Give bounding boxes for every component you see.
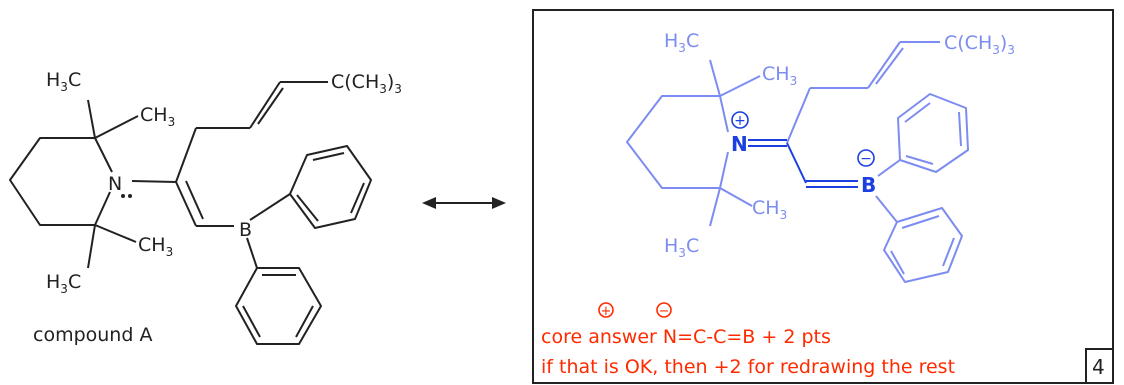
answer-labels: H3C CH3 CH3 H3C C(CH3)3 bbox=[664, 30, 1015, 260]
score-value: 4 bbox=[1092, 355, 1105, 379]
note-minus-charge: − bbox=[656, 302, 672, 319]
answer-label-n: N bbox=[731, 132, 748, 156]
svg-text:+: + bbox=[734, 113, 746, 129]
grading-note-line-1: core answer N=C-C=B + 2 pts bbox=[541, 326, 831, 348]
answer-box bbox=[532, 9, 1114, 384]
answer-label-ch3-lower: CH3 bbox=[752, 197, 787, 222]
svg-text:+: + bbox=[601, 304, 612, 319]
answer-core bbox=[748, 139, 858, 188]
answer-core-labels: N B bbox=[731, 132, 876, 197]
label-ch3-upper: CH3 bbox=[140, 104, 175, 129]
svg-text:−: − bbox=[860, 151, 872, 167]
plus-charge-n: + bbox=[731, 111, 749, 129]
minus-charge-b: − bbox=[857, 149, 875, 167]
resonance-double-arrow bbox=[422, 197, 506, 209]
label-tbu: C(CH3)3 bbox=[331, 71, 402, 96]
answer-label-ch3-upper: CH3 bbox=[762, 63, 797, 88]
label-h3c-top: H3C bbox=[46, 69, 81, 94]
grading-note-line-2: if that is OK, then +2 for redrawing the… bbox=[541, 356, 955, 378]
label-ch3-lower: CH3 bbox=[138, 234, 173, 259]
label-b: B bbox=[239, 219, 252, 241]
label-h3c-bottom: H3C bbox=[46, 271, 81, 296]
answer-label-b: B bbox=[861, 173, 876, 197]
lone-pair-dot bbox=[128, 194, 132, 198]
lone-pair-dot bbox=[121, 194, 125, 198]
note-plus-charge: + bbox=[598, 302, 614, 319]
compound-a-caption: compound A bbox=[33, 324, 152, 346]
compound-a-structure bbox=[9, 81, 372, 345]
answer-label-h3c-top: H3C bbox=[664, 30, 699, 55]
answer-label-h3c-bottom: H3C bbox=[664, 235, 699, 260]
label-n: N bbox=[108, 173, 122, 195]
svg-text:−: − bbox=[659, 304, 670, 319]
compound-a-labels: H3C CH3 N CH3 H3C B C(CH3)3 bbox=[46, 69, 402, 296]
answer-structure bbox=[626, 41, 969, 283]
score-box bbox=[1085, 348, 1114, 384]
answer-label-tbu: C(CH3)3 bbox=[944, 32, 1015, 57]
